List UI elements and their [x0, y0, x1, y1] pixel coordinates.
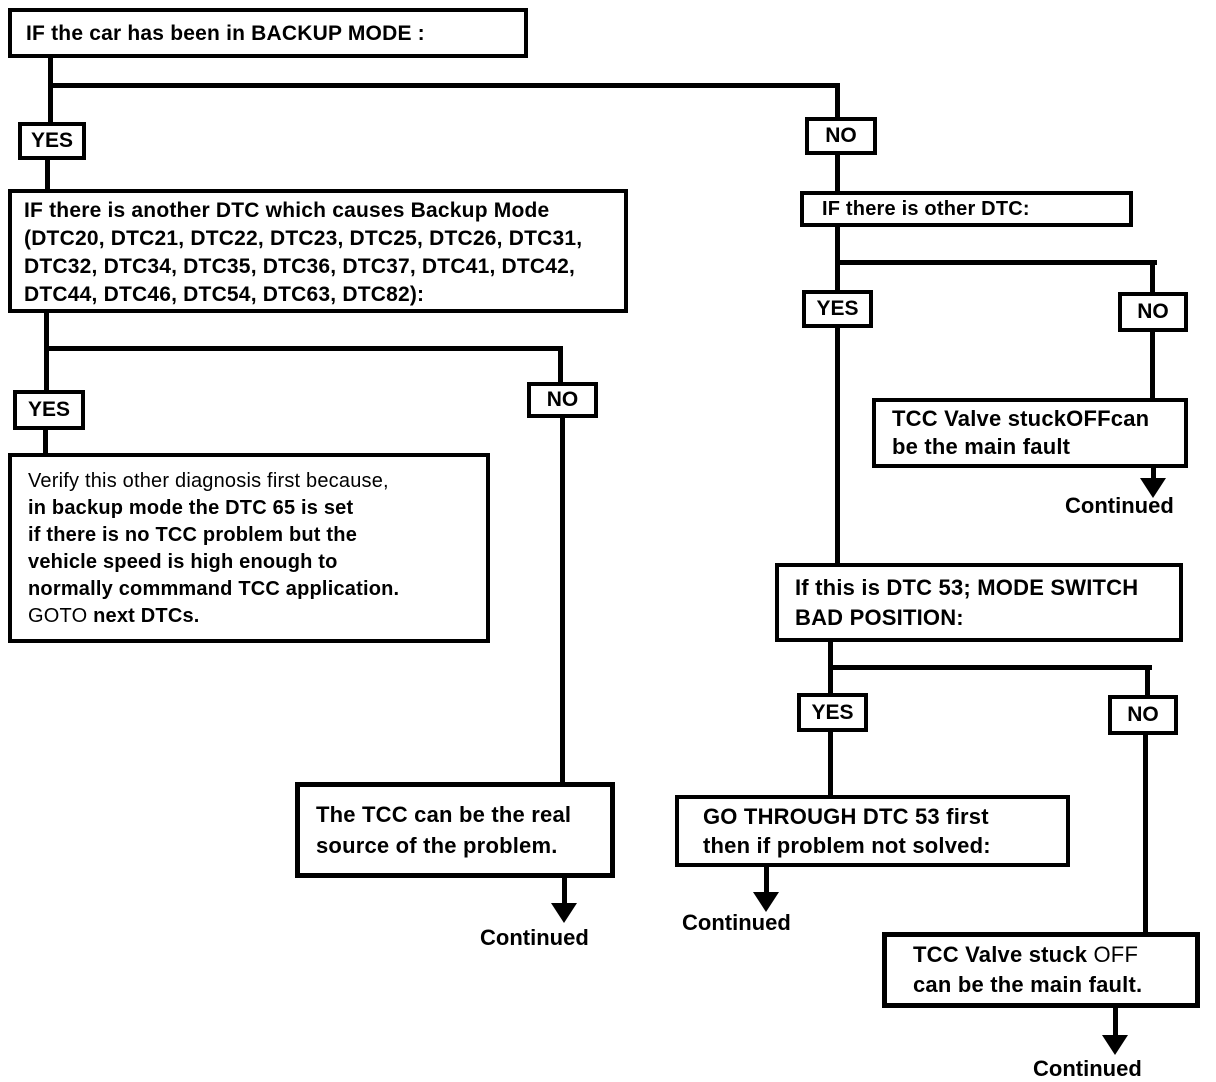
connector-split-2: [44, 346, 563, 351]
node-verify-line3: if there is no TCC problem but the: [28, 524, 358, 546]
node-go-through-dtc53: GO THROUGH DTC 53 first then if problem …: [675, 795, 1070, 867]
connector-to-no4: [1145, 665, 1150, 697]
node-another-dtc-list: IF there is another DTC which causes Bac…: [8, 189, 628, 313]
arrow-down-icon: [1102, 1035, 1128, 1055]
node-valve-stuck-2-line2: can be the main fault.: [913, 972, 1143, 997]
node-another-dtc-line2: (DTC20, DTC21, DTC22, DTC23, DTC25, DTC2…: [24, 227, 583, 250]
connector-to-no2: [558, 346, 563, 384]
arrow-shaft-tccsource: [562, 876, 567, 904]
connector-no4-to-valve2: [1143, 733, 1148, 934]
node-verify-line5: normally commmand TCC application.: [28, 578, 400, 600]
no-label-2: NO: [527, 382, 598, 418]
connector-split-3: [835, 260, 1157, 265]
node-valve-stuck-1-line2: be the main fault: [892, 434, 1071, 459]
connector-to-no3: [1150, 260, 1155, 294]
node-tcc-source-line2: source of the problem.: [316, 833, 558, 858]
connector-split-4: [828, 665, 1152, 670]
yes-label-1: YES: [18, 122, 86, 160]
arrow-down-icon: [753, 892, 779, 912]
node-verify-line1: Verify this other diagnosis first becaus…: [28, 470, 389, 492]
connector-otherdtc-down: [835, 225, 840, 265]
node-other-dtc: IF there is other DTC:: [800, 191, 1133, 227]
node-backup-mode-text: IF the car has been in BACKUP MODE :: [26, 21, 425, 45]
node-verify-goto: GOTO: [28, 605, 94, 627]
node-go-through-line2: then if problem not solved:: [703, 833, 991, 858]
arrow-shaft-valve1: [1151, 466, 1156, 479]
connector-no1-to-otherdtc: [835, 153, 840, 193]
connector-dtclist-down: [44, 311, 49, 351]
connector-to-yes3: [835, 260, 840, 292]
continued-label-2: Continued: [1065, 493, 1174, 518]
node-tcc-source-line1: The TCC can be the real: [316, 802, 572, 827]
node-verify-other-diagnosis: Verify this other diagnosis first becaus…: [8, 453, 490, 643]
connector-to-yes2: [44, 346, 49, 392]
node-dtc53-line2: BAD POSITION:: [795, 604, 964, 630]
node-dtc53-mode-switch: If this is DTC 53; MODE SWITCH BAD POSIT…: [775, 563, 1183, 642]
node-backup-mode: IF the car has been in BACKUP MODE :: [8, 8, 528, 58]
no-label-1: NO: [805, 117, 877, 155]
connector-dtc53-down: [828, 640, 833, 670]
no-label-4: NO: [1108, 695, 1178, 735]
node-verify-next-dtcs: next DTCs.: [93, 605, 200, 627]
connector-yes1-to-dtclist: [45, 158, 50, 191]
connector-to-yes4: [828, 665, 833, 695]
connector-no2-to-tccsource: [560, 416, 565, 784]
node-tcc-real-source: The TCC can be the real source of the pr…: [295, 782, 615, 878]
arrow-down-icon: [551, 903, 577, 923]
connector-top-to-yes1: [48, 56, 53, 123]
node-valve-stuck-1-line1: TCC Valve stuckOFFcan: [892, 406, 1150, 431]
continued-label-1: Continued: [480, 925, 589, 950]
connector-to-no1: [835, 83, 840, 119]
yes-label-4: YES: [797, 693, 868, 732]
arrow-down-icon: [1140, 478, 1166, 498]
node-valve-stuck-2-line1: TCC Valve stuck OFF: [913, 940, 1195, 970]
continued-label-3: Continued: [682, 910, 791, 935]
node-go-through-line1: GO THROUGH DTC 53 first: [703, 804, 989, 829]
no-label-3: NO: [1118, 292, 1188, 332]
yes-label-3: YES: [802, 290, 873, 328]
node-verify-line6: GOTO next DTCs.: [28, 603, 486, 630]
connector-yes3-to-dtc53: [835, 326, 840, 565]
connector-yes4-to-gothrough: [828, 730, 833, 797]
node-dtc53-line1: If this is DTC 53; MODE SWITCH: [795, 574, 1139, 600]
node-another-dtc-line3: DTC32, DTC34, DTC35, DTC36, DTC37, DTC41…: [24, 255, 576, 278]
node-verify-line2: in backup mode the DTC 65 is set: [28, 497, 354, 519]
node-another-dtc-line1: IF there is another DTC which causes Bac…: [24, 199, 550, 222]
node-verify-line4: vehicle speed is high enough to: [28, 551, 338, 573]
node-valve-stuck-off-2: TCC Valve stuck OFF can be the main faul…: [882, 932, 1200, 1008]
connector-yes2-to-verify: [43, 428, 48, 455]
node-valve-stuck-off-1: TCC Valve stuckOFFcan be the main fault: [872, 398, 1188, 468]
valve-stuck-2-bold: TCC Valve stuck: [913, 942, 1088, 967]
connector-split-1: [48, 83, 840, 88]
arrow-shaft-valve2: [1113, 1006, 1118, 1036]
node-other-dtc-text: IF there is other DTC:: [822, 197, 1030, 220]
yes-label-2: YES: [13, 390, 85, 430]
continued-label-4: Continued: [1033, 1056, 1142, 1081]
arrow-shaft-gothrough: [764, 865, 769, 893]
connector-no3-to-valve1: [1150, 330, 1155, 400]
node-another-dtc-line4: DTC44, DTC46, DTC54, DTC63, DTC82):: [24, 283, 425, 306]
valve-stuck-2-off: OFF: [1087, 942, 1139, 967]
